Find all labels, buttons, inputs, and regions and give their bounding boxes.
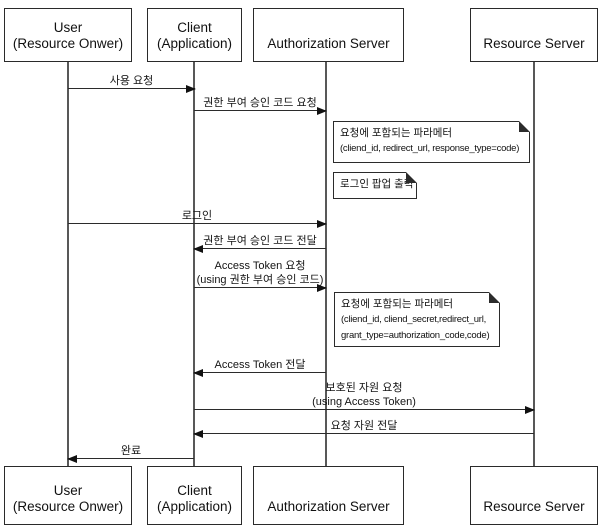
actor-box-resource-server-bottom: Resource Server [470,466,598,525]
arrow-line [194,405,535,414]
note-line: grant_type=authorization_code,code) [341,330,490,341]
message-login: 로그인 [68,209,327,228]
note-login-popup: 로그인 팝업 출력 [333,171,418,199]
message-use-request: 사용 요청 [68,74,196,93]
message-complete: 완료 [67,444,194,463]
actor-box-user-top: User (Resource Onwer) [4,8,132,62]
arrowhead-left-icon [193,429,203,438]
message-label: Access Token 전달 [214,359,306,371]
message-auth-code-request: 권한 부여 승인 코드 요청 [194,96,327,115]
lifeline-resource-server [533,62,535,466]
note-line: 요청에 포함되는 파라메터 [341,298,454,310]
arrowhead-right-icon [317,219,327,228]
actor-name: Authorization Server [267,499,390,514]
actor-box-resource-server-top: Resource Server [470,8,598,62]
arrowhead-right-icon [317,283,327,292]
arrow-line [193,429,534,438]
arrowhead-left-icon [193,244,203,253]
message-label: 완료 [120,445,142,457]
actor-name: User [53,20,83,35]
message-access-token-request: Access Token 요청 (using 권한 부여 승인 코드) [194,259,327,292]
lifeline-user [67,62,69,466]
message-protected-resource-request: 보호된 자원 요청 (using Access Token) [194,381,535,414]
actor-name: Client [177,483,212,498]
arrowhead-right-icon [525,405,535,414]
note-fold-icon [519,120,531,132]
message-label: Access Token 요청 [214,260,306,272]
message-label: 요청 자원 전달 [330,420,398,432]
arrow-line [194,106,327,115]
actor-box-user-bottom: User (Resource Onwer) [4,466,132,525]
arrow-line [193,368,326,377]
actor-box-client-bottom: Client (Application) [147,466,242,525]
note-line: (cliend_id, cliend_secret,redirect_url, [341,314,486,325]
lifeline-client [193,62,195,466]
actor-name: User [53,483,83,498]
message-sublabel: (using Access Token) [312,396,416,408]
note-token-request-params: 요청에 포함되는 파라메터 (cliend_id, cliend_secret,… [334,291,501,347]
message-sublabel: (using 권한 부여 승인 코드) [196,274,324,286]
arrow-line [194,283,327,292]
actor-box-authorization-server-top: Authorization Server [253,8,404,62]
lifeline-authorization-server [325,62,327,466]
actor-name: Resource Server [483,36,585,51]
message-auth-code-delivery: 권한 부여 승인 코드 전달 [193,234,326,253]
note-auth-request-params: 요청에 포함되는 파라메터 (cliend_id, redirect_url, … [333,120,531,163]
actor-subname: (Resource Onwer) [12,499,124,514]
message-label: 권한 부여 승인 코드 요청 [203,97,317,109]
actor-name: Authorization Server [267,36,390,51]
arrowhead-left-icon [193,368,203,377]
message-label: 사용 요청 [109,75,154,87]
actor-box-client-top: Client (Application) [147,8,242,62]
message-label: 로그인 [181,210,213,222]
note-fold-icon [489,291,501,303]
note-line: 요청에 포함되는 파라메터 [340,127,453,139]
arrowhead-right-icon [186,84,196,93]
arrow-line [193,244,326,253]
message-label: 권한 부여 승인 코드 전달 [203,235,317,247]
arrowhead-left-icon [67,454,77,463]
arrow-line [68,219,327,228]
actor-box-authorization-server-bottom: Authorization Server [253,466,404,525]
note-line: (cliend_id, redirect_url, response_type=… [340,143,520,154]
note-fold-icon [406,171,418,183]
arrowhead-right-icon [317,106,327,115]
actor-subname: (Application) [156,499,233,514]
arrow-line [67,454,194,463]
message-label: 보호된 자원 요청 [325,382,403,394]
arrow-line [68,84,196,93]
actor-name: Resource Server [483,499,585,514]
actor-subname: (Application) [156,36,233,51]
note-line: 로그인 팝업 출력 [340,178,414,190]
actor-name: Client [177,20,212,35]
message-access-token-delivery: Access Token 전달 [193,358,326,377]
message-resource-delivery: 요청 자원 전달 [193,419,534,438]
actor-subname: (Resource Onwer) [12,36,124,51]
